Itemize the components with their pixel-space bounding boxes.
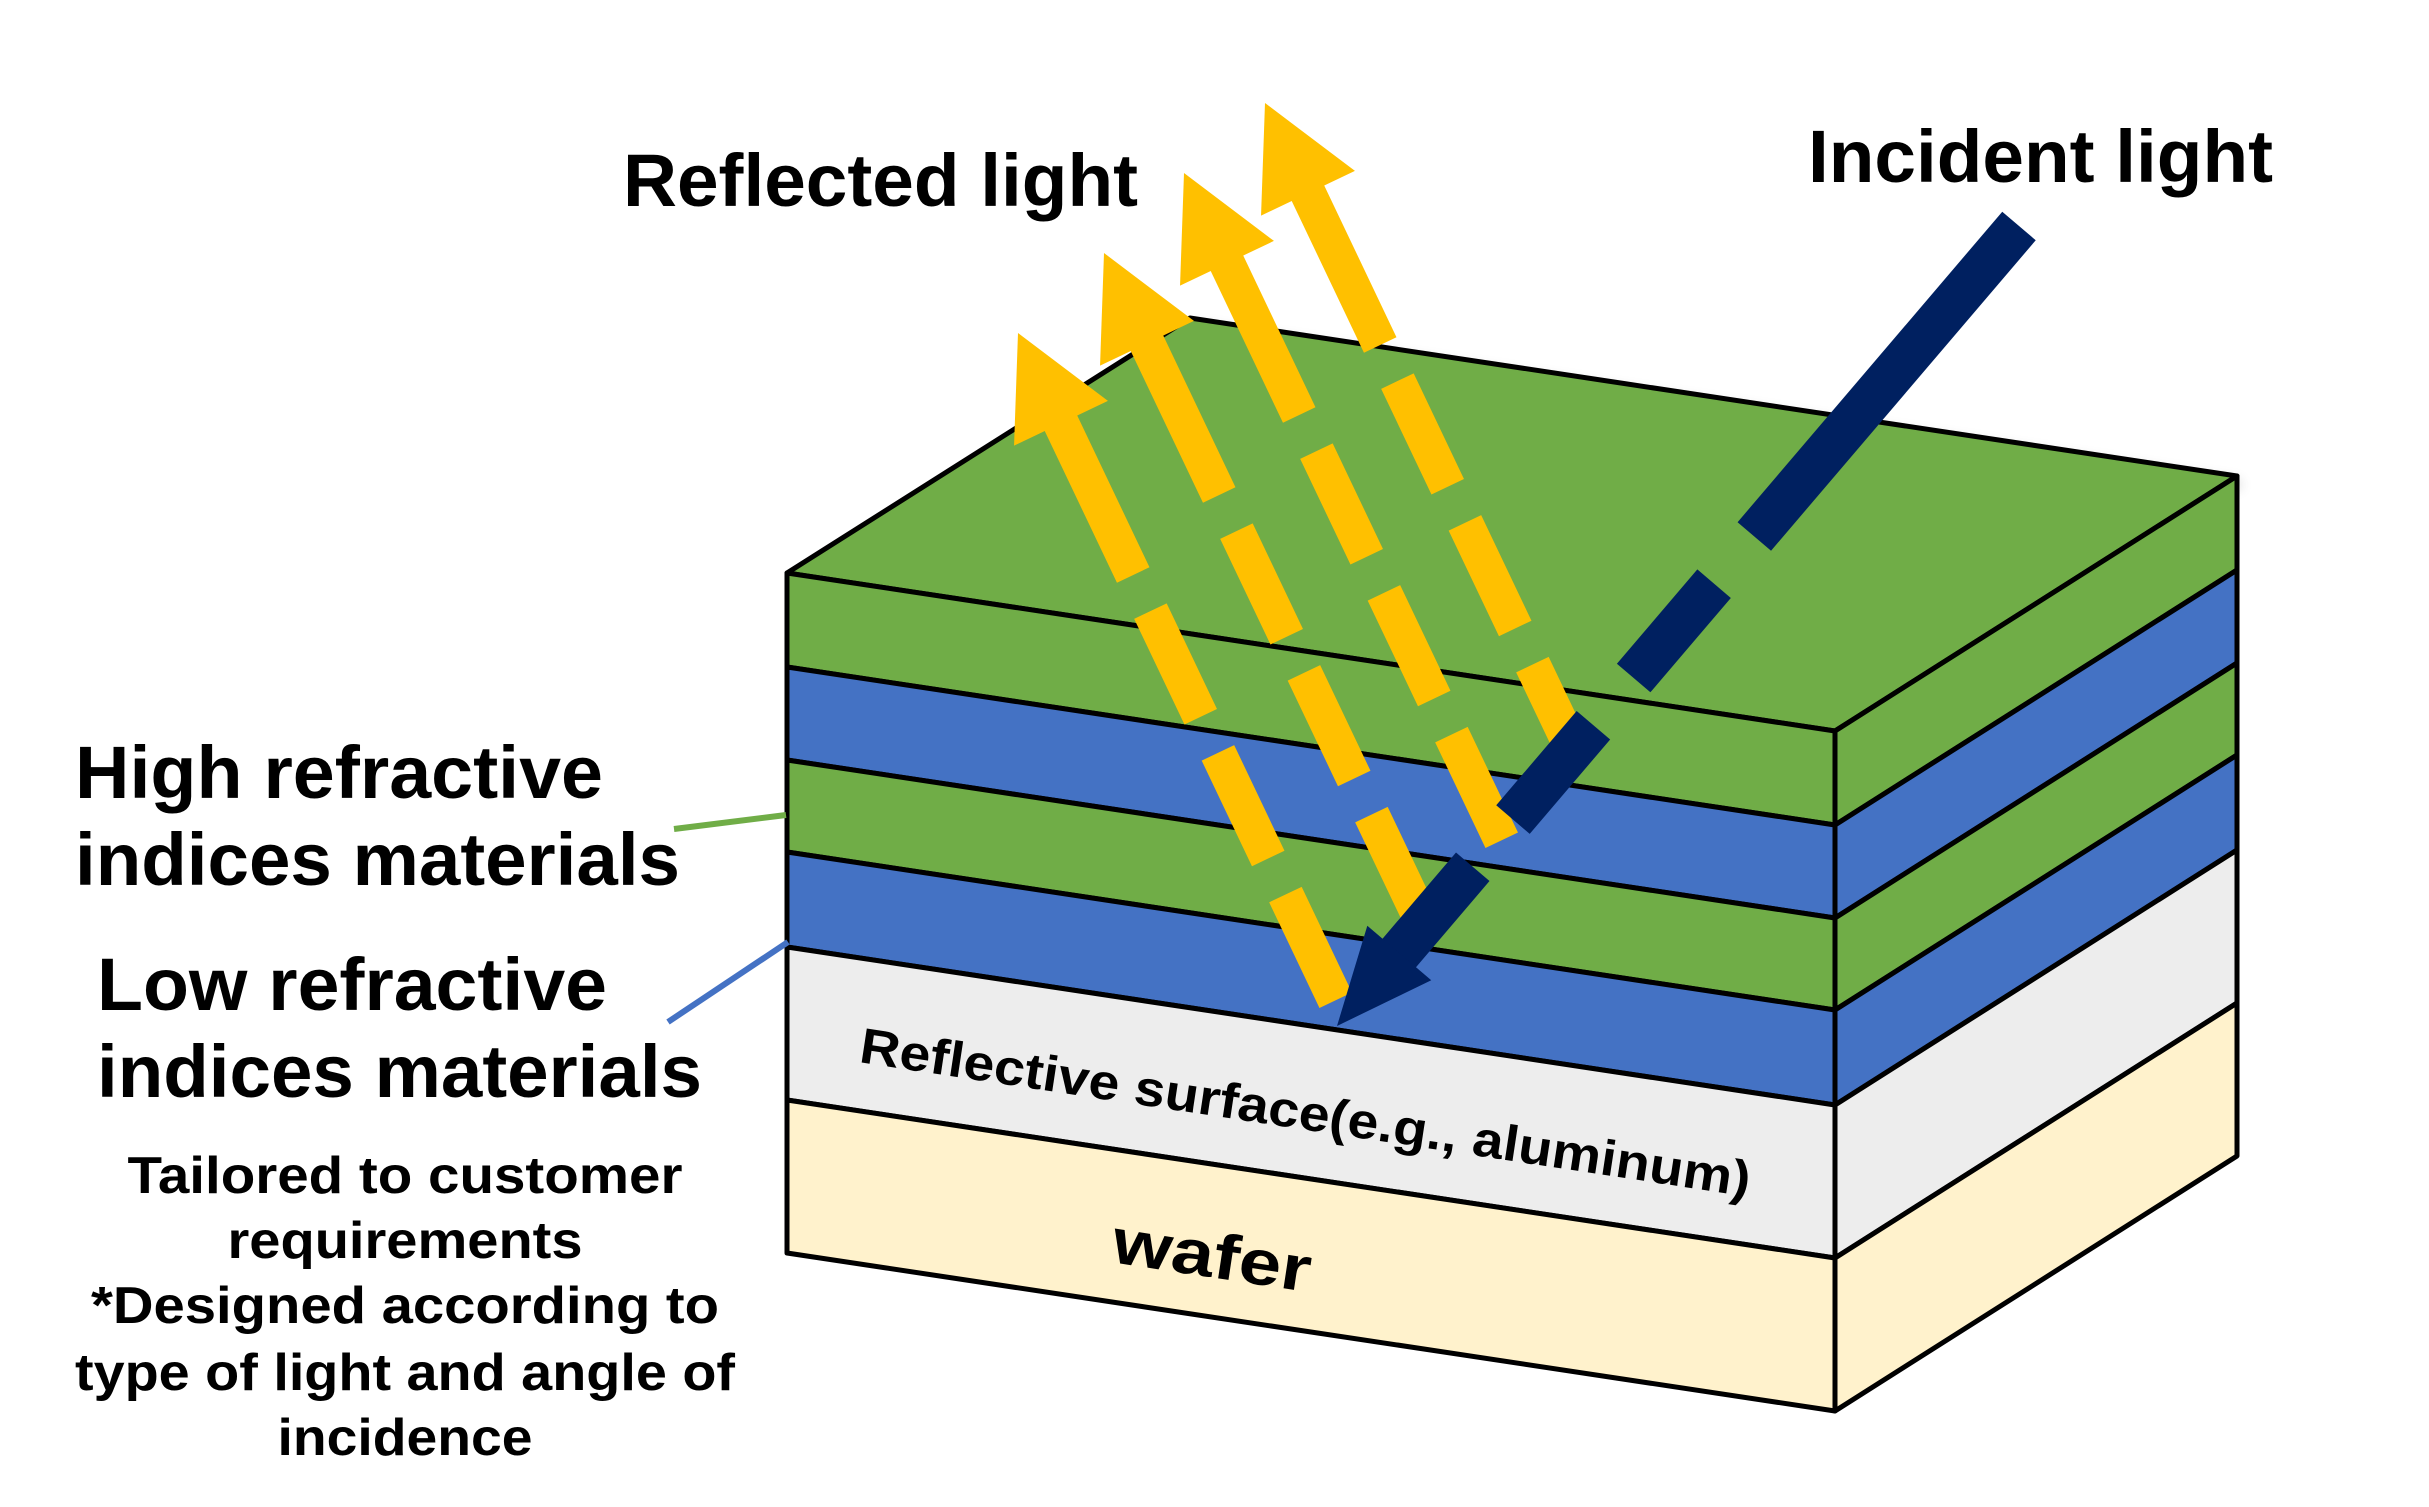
reflected-beam-2-dash xyxy=(1220,523,1303,645)
wafer-layer-side xyxy=(1832,1000,2240,1414)
reflected-beam-3-dash xyxy=(1435,726,1518,848)
note-line-5: incidence xyxy=(278,1409,533,1467)
incident-dash xyxy=(1496,710,1611,834)
note-line-3: *Designed according to xyxy=(91,1277,719,1335)
reflected-beam-4-dash xyxy=(1448,515,1532,637)
low-index-label-line1: Low refractive xyxy=(97,943,607,1026)
reflected-beam-3-solid-shaft xyxy=(1209,253,1316,423)
reflected-beam-1-dash xyxy=(1201,745,1285,867)
high-index-leader-line xyxy=(673,812,787,832)
incident-dash xyxy=(1616,569,1731,693)
incident-dash xyxy=(1379,852,1490,971)
high-index-label-line2: indices materials xyxy=(75,818,680,901)
incident-solid-shaft xyxy=(1737,211,2036,551)
reflected-light-label: Reflected light xyxy=(623,139,1138,222)
reflected-beam-2-dash xyxy=(1355,806,1438,928)
note-line-2: requirements xyxy=(228,1212,583,1270)
reflected-beam-2-dash xyxy=(1287,665,1371,787)
incident-arrowhead xyxy=(1337,925,1432,1026)
high-index-label-line1: High refractive xyxy=(75,731,603,814)
reflected-beam-4-dash xyxy=(1381,373,1464,495)
reflected-beam-1-dash xyxy=(1269,886,1352,1008)
low-index-leader-line xyxy=(666,939,790,1025)
incident-light-beam xyxy=(1337,211,2036,1026)
reflected-beam-1 xyxy=(1014,333,1352,1008)
reflected-beam-3-arrowhead xyxy=(1180,173,1274,286)
reflected-beam-4-solid-shaft xyxy=(1290,183,1397,353)
reflected-beam-2-arrowhead xyxy=(1100,253,1194,366)
reflected-beam-2-solid-shaft xyxy=(1129,333,1236,503)
reflected-beam-1-arrowhead xyxy=(1014,333,1108,446)
note-line-1: Tailored to customer xyxy=(128,1147,683,1205)
reflected-beam-2 xyxy=(1100,253,1438,928)
reflected-beam-4-arrowhead xyxy=(1261,103,1355,216)
incident-light-label: Incident light xyxy=(1808,115,2273,198)
low-index-label-line2: indices materials xyxy=(97,1030,702,1113)
layer-stack-block xyxy=(784,315,2241,1414)
note-line-4: type of light and angle of xyxy=(75,1344,736,1402)
reflected-beam-1-solid-shaft xyxy=(1043,413,1150,583)
reflected-beam-3-dash xyxy=(1367,585,1451,707)
incident-beam xyxy=(1337,211,2036,1026)
reflected-beam-1-dash xyxy=(1134,603,1217,725)
reflected-beam-3 xyxy=(1180,173,1518,848)
reflected-beam-3-dash xyxy=(1300,443,1383,565)
